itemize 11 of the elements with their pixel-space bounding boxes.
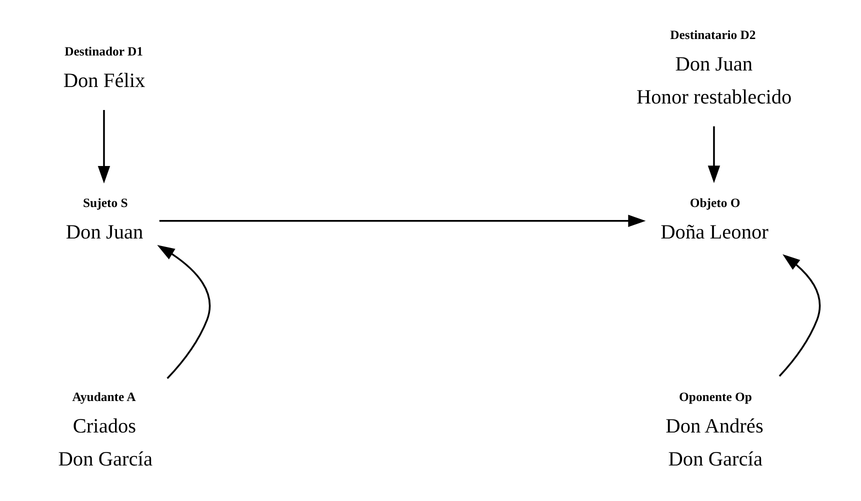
- node-text: Destinador D1 Don Félix: [63, 44, 146, 92]
- arrow: [157, 244, 211, 379]
- arrow: [159, 214, 646, 228]
- node-text: Objeto O Doña Leonor: [660, 196, 768, 244]
- node-text: Oponente Op Don Andrés Don García: [666, 390, 764, 470]
- node-text: Ayudante A Criados Don García: [58, 390, 153, 470]
- arrow: [98, 110, 110, 184]
- node-text: Sujeto S Don Juan: [66, 196, 144, 244]
- arrow: [778, 254, 821, 377]
- node-text: Destinatario D2 Don Juan Honor restablecido: [636, 28, 792, 109]
- arrow: [708, 126, 720, 184]
